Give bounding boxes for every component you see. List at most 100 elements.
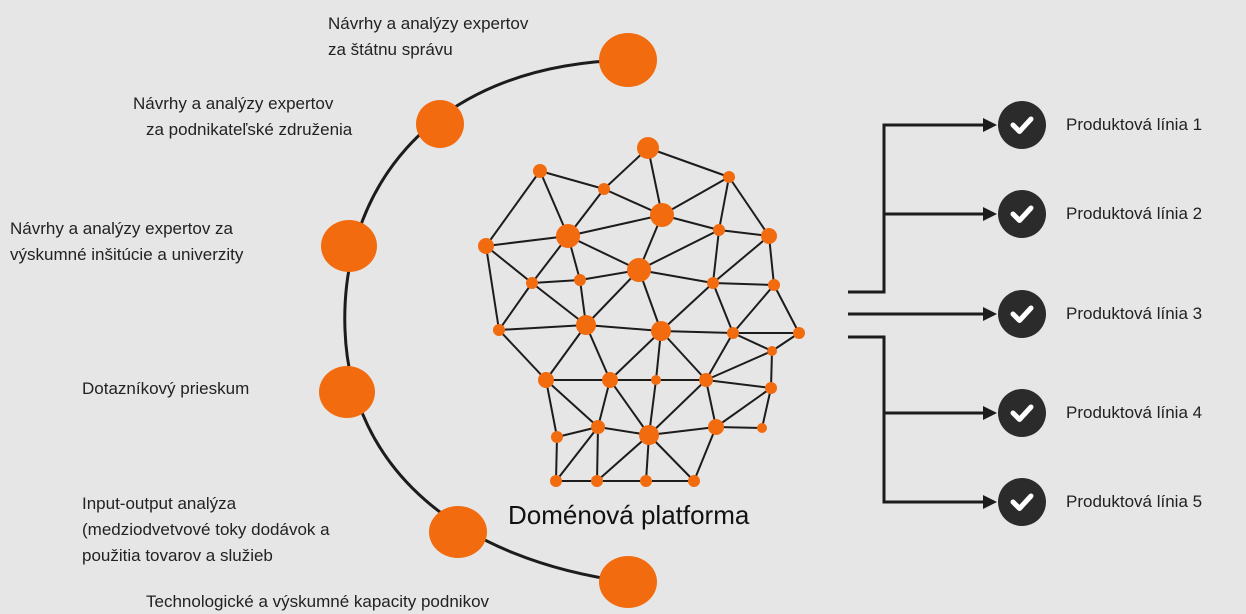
- network-node: [478, 238, 494, 254]
- check-icon: [998, 389, 1046, 437]
- network-edge: [705, 350, 773, 381]
- network-node: [767, 346, 777, 356]
- source-label-business-associations: Návrhy a analýzy expertov za podnikateľs…: [133, 91, 352, 143]
- source-label-line: Návrhy a analýzy expertov: [133, 94, 334, 113]
- source-node-2: [416, 100, 464, 148]
- network-edge: [545, 379, 558, 438]
- network-node: [591, 475, 603, 487]
- network-node: [707, 277, 719, 289]
- product-line-label: Produktová línia 2: [1066, 204, 1203, 223]
- connector-arrowheads: [983, 118, 997, 509]
- check-icon: [998, 290, 1046, 338]
- network-edge: [498, 329, 547, 381]
- network-edge: [712, 229, 720, 284]
- check-icon: [998, 101, 1046, 149]
- product-line-label: Produktová línia 1: [1066, 115, 1203, 134]
- connector-lines: [848, 123, 985, 504]
- source-node-1: [599, 33, 657, 87]
- network-node: [576, 315, 596, 335]
- network-edge: [715, 387, 772, 428]
- source-label-line: Návrhy a analýzy expertov: [328, 14, 529, 33]
- arrowhead-4: [983, 406, 997, 420]
- network-node: [550, 475, 562, 487]
- source-label-survey: Dotazníkový prieskum: [82, 376, 249, 402]
- network-edge: [705, 379, 772, 389]
- network-edge: [556, 426, 599, 438]
- network-edge: [609, 379, 650, 436]
- source-label-government: Návrhy a analýzy expertov za štátnu sprá…: [328, 11, 528, 63]
- source-label-line: Dotazníkový prieskum: [82, 379, 250, 398]
- network-edge: [585, 269, 640, 326]
- network-edge: [567, 214, 663, 237]
- network-node: [765, 382, 777, 394]
- network-edge: [660, 330, 734, 334]
- arrowhead-1: [983, 118, 997, 132]
- network-node: [574, 274, 586, 286]
- source-nodes: [319, 33, 657, 608]
- product-line-label: Produktová línia 4: [1066, 403, 1203, 422]
- network-edge: [596, 426, 599, 482]
- source-label-company-capacities: Technologické a výskumné kapacity podnik…: [146, 591, 489, 613]
- network-edge: [647, 147, 730, 178]
- network-node: [688, 475, 700, 487]
- network-node: [757, 423, 767, 433]
- product-line-1: Produktová línia 1: [998, 100, 1202, 150]
- source-label-input-output: Input-output analýza (medziodvetvové tok…: [82, 491, 330, 569]
- network-node: [713, 224, 725, 236]
- network-edge: [585, 324, 662, 332]
- network-edge: [648, 426, 717, 436]
- network-node: [768, 279, 780, 291]
- network-edge: [638, 269, 714, 284]
- network-node: [637, 137, 659, 159]
- network-node: [699, 373, 713, 387]
- arrowhead-5: [983, 495, 997, 509]
- network-edge: [732, 332, 773, 352]
- network-edge: [648, 434, 695, 482]
- source-label-line: Technologické a výskumné kapacity podnik…: [146, 592, 490, 611]
- network-edge: [638, 229, 720, 271]
- network-node: [551, 431, 563, 443]
- source-node-5: [429, 506, 487, 558]
- check-icon: [998, 478, 1046, 526]
- network-node: [640, 475, 652, 487]
- network-node: [793, 327, 805, 339]
- network-edge: [770, 350, 773, 389]
- network-edge: [545, 324, 587, 381]
- connector-upper: [848, 123, 985, 294]
- network-node: [591, 420, 605, 434]
- connector-lower: [848, 335, 985, 504]
- network-node: [526, 277, 538, 289]
- check-icon: [998, 190, 1046, 238]
- network-edge: [768, 235, 775, 286]
- network-node: [727, 327, 739, 339]
- network-node: [651, 321, 671, 341]
- network-edge: [712, 282, 734, 334]
- domain-platform-title: Doménová platforma: [508, 500, 750, 530]
- network-edge: [531, 282, 587, 326]
- network-edge: [732, 284, 775, 334]
- source-node-4: [319, 366, 375, 418]
- network-edge: [555, 436, 558, 482]
- network-edge: [485, 245, 533, 284]
- network-node: [598, 183, 610, 195]
- arrowhead-3: [983, 307, 997, 321]
- source-label-line: použitia tovarov a služieb: [82, 546, 273, 565]
- source-node-6: [599, 556, 657, 608]
- network-edge: [712, 235, 770, 284]
- head-network-edges: [485, 147, 800, 482]
- source-label-line: za štátnu správu: [328, 40, 453, 59]
- product-line-label: Produktová línia 5: [1066, 492, 1203, 511]
- network-edge: [693, 426, 717, 482]
- network-edge: [728, 176, 770, 237]
- network-edge: [718, 229, 770, 237]
- network-edge: [597, 379, 611, 428]
- network-edge: [498, 282, 533, 331]
- product-line-2: Produktová línia 2: [998, 189, 1202, 239]
- head-network-nodes: [478, 137, 805, 487]
- network-node: [627, 258, 651, 282]
- network-edge: [761, 387, 772, 429]
- network-edge: [648, 379, 707, 436]
- source-label-line: (medziodvetvové toky dodávok a: [82, 520, 330, 539]
- product-line-label: Produktová línia 3: [1066, 304, 1203, 323]
